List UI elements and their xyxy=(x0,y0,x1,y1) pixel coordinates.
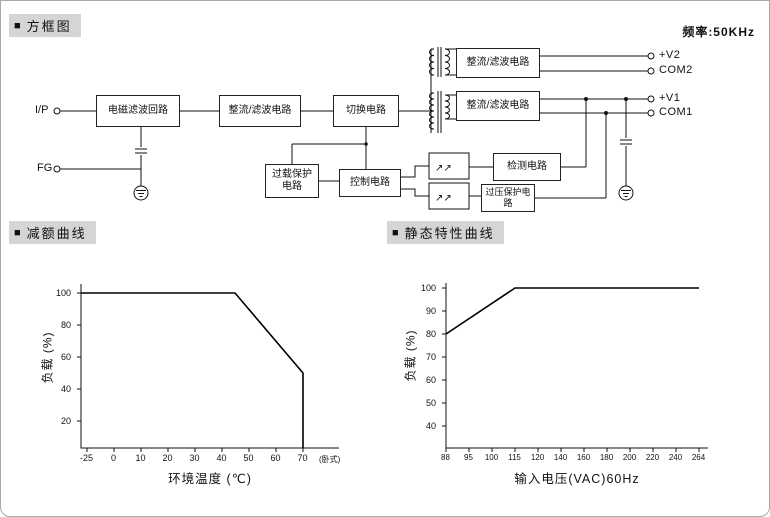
derating-chart-plot xyxy=(77,284,339,452)
static-curve-line xyxy=(445,287,699,335)
input-label-fg: FG xyxy=(37,162,53,174)
section-header-static-curve: ■ 静态特性曲线 xyxy=(387,221,504,244)
block-detection-circuit: 检测电路 xyxy=(493,153,561,181)
tick-label: 240 xyxy=(668,453,683,462)
tick-label: 60 xyxy=(425,374,436,385)
transformer-main-icon xyxy=(429,91,456,133)
tick-label: 20 xyxy=(162,453,173,463)
tick-label: -25 xyxy=(79,453,93,463)
ground-icon xyxy=(618,185,634,201)
tick-label: 60 xyxy=(270,453,281,463)
section-title: 静态特性曲线 xyxy=(404,226,495,241)
tick-label: 264 xyxy=(691,453,706,462)
ground-icon xyxy=(133,185,149,201)
block-switching-circuit: 切换电路 xyxy=(333,95,399,127)
terminal-circle xyxy=(53,52,655,173)
tick-label: 80 xyxy=(425,328,436,339)
tick-label: 0 xyxy=(110,453,116,463)
section-title: 方框图 xyxy=(26,19,72,34)
tick-label: 90 xyxy=(425,305,436,316)
capacitor-icon xyxy=(620,139,632,145)
tick-label: 50 xyxy=(243,453,254,463)
tick-label: 70 xyxy=(297,453,308,463)
tick-label: 30 xyxy=(189,453,200,463)
y-axis-label: 负载 (%) xyxy=(40,331,55,384)
optocoupler-icon xyxy=(428,182,470,210)
tick-label: 140 xyxy=(553,453,568,462)
tick-label: 10 xyxy=(135,453,146,463)
tick-label: 100 xyxy=(420,282,436,293)
tick-label: 60 xyxy=(60,352,71,362)
square-bullet-icon: ■ xyxy=(14,226,21,239)
tick-label: 95 xyxy=(464,453,473,462)
optocoupler-icon xyxy=(428,152,470,180)
capacitor-icon xyxy=(135,148,147,154)
input-label-ip: I/P xyxy=(35,104,49,116)
tick-label: 115 xyxy=(508,453,521,462)
block-control-circuit: 控制电路 xyxy=(339,169,401,197)
output-label-com1: COM1 xyxy=(659,106,693,118)
x-axis-note: (卧式) xyxy=(319,455,341,464)
y-tick-labels: 100 90 80 70 60 50 40 xyxy=(402,276,440,437)
tick-label: 120 xyxy=(530,453,545,462)
block-overload-protection: 过载保护电路 xyxy=(265,164,319,198)
x-axis-label: 输入电压(VAC)60Hz xyxy=(514,472,640,486)
block-rectifier-filter-v1: 整流/滤波电路 xyxy=(456,91,540,121)
block-rectifier-filter-input: 整流/滤波电路 xyxy=(219,95,301,127)
optocoupler-arrows-icon: ↗↗ xyxy=(435,193,452,204)
block-diagram-graphics: ↗↗ ↗↗ xyxy=(53,47,655,210)
tick-label: 20 xyxy=(60,416,71,426)
section-header-derating-curve: ■ 减额曲线 xyxy=(9,221,96,244)
x-tick-labels: -25 0 10 20 30 40 50 60 70 xyxy=(73,453,316,463)
tick-label: 180 xyxy=(599,453,614,462)
tick-label: 40 xyxy=(425,420,436,431)
block-emi-filter: 电磁滤波回路 xyxy=(96,95,180,127)
static-chart-plot xyxy=(442,283,708,452)
section-header-block-diagram: ■ 方框图 xyxy=(9,14,81,37)
x-axis-label: 环境温度 (℃) xyxy=(168,472,252,486)
static-characteristic-chart: 100 90 80 70 60 50 40 88 95 100 115 120 140 160 180 20… xyxy=(396,263,741,503)
derating-curve-line xyxy=(81,292,304,448)
frequency-label: 频率:50KHz xyxy=(682,25,755,39)
tick-label: 220 xyxy=(645,453,660,462)
axes xyxy=(80,284,339,449)
tick-label: 70 xyxy=(425,351,436,362)
junction-dot xyxy=(364,97,628,146)
square-bullet-icon: ■ xyxy=(392,226,399,239)
output-label-v2: +V2 xyxy=(659,49,681,61)
output-label-v1: +V1 xyxy=(659,92,681,104)
tick-label: 100 xyxy=(55,288,71,298)
block-rectifier-filter-v2: 整流/滤波电路 xyxy=(456,48,540,78)
tick-label: 100 xyxy=(484,453,499,462)
optocoupler-arrows-icon: ↗↗ xyxy=(435,163,452,174)
x-tick-labels: 88 95 100 115 120 140 160 180 200 220 240 264 xyxy=(434,453,710,462)
output-label-com2: COM2 xyxy=(659,64,693,76)
section-title: 减额曲线 xyxy=(26,226,87,241)
tick-label: 40 xyxy=(60,384,71,394)
tick-label: 50 xyxy=(425,397,436,408)
square-bullet-icon: ■ xyxy=(14,19,21,32)
block-overvoltage-protection: 过压保护电路 xyxy=(481,184,535,212)
transformer-top-icon xyxy=(429,47,456,77)
wiring-lines xyxy=(53,47,655,210)
y-tick-labels: 100 80 60 40 20 xyxy=(37,277,75,437)
derating-chart: 100 80 60 40 20 -25 0 10 20 30 40 50 60 70 (卧式) 环境温度… xyxy=(31,263,376,503)
y-axis-label: 负载 (%) xyxy=(403,329,418,382)
tick-label: 160 xyxy=(576,453,591,462)
tick-label: 88 xyxy=(441,453,450,462)
tick-label: 40 xyxy=(216,453,227,463)
tick-label: 200 xyxy=(622,453,637,462)
tick-label: 80 xyxy=(60,320,71,330)
